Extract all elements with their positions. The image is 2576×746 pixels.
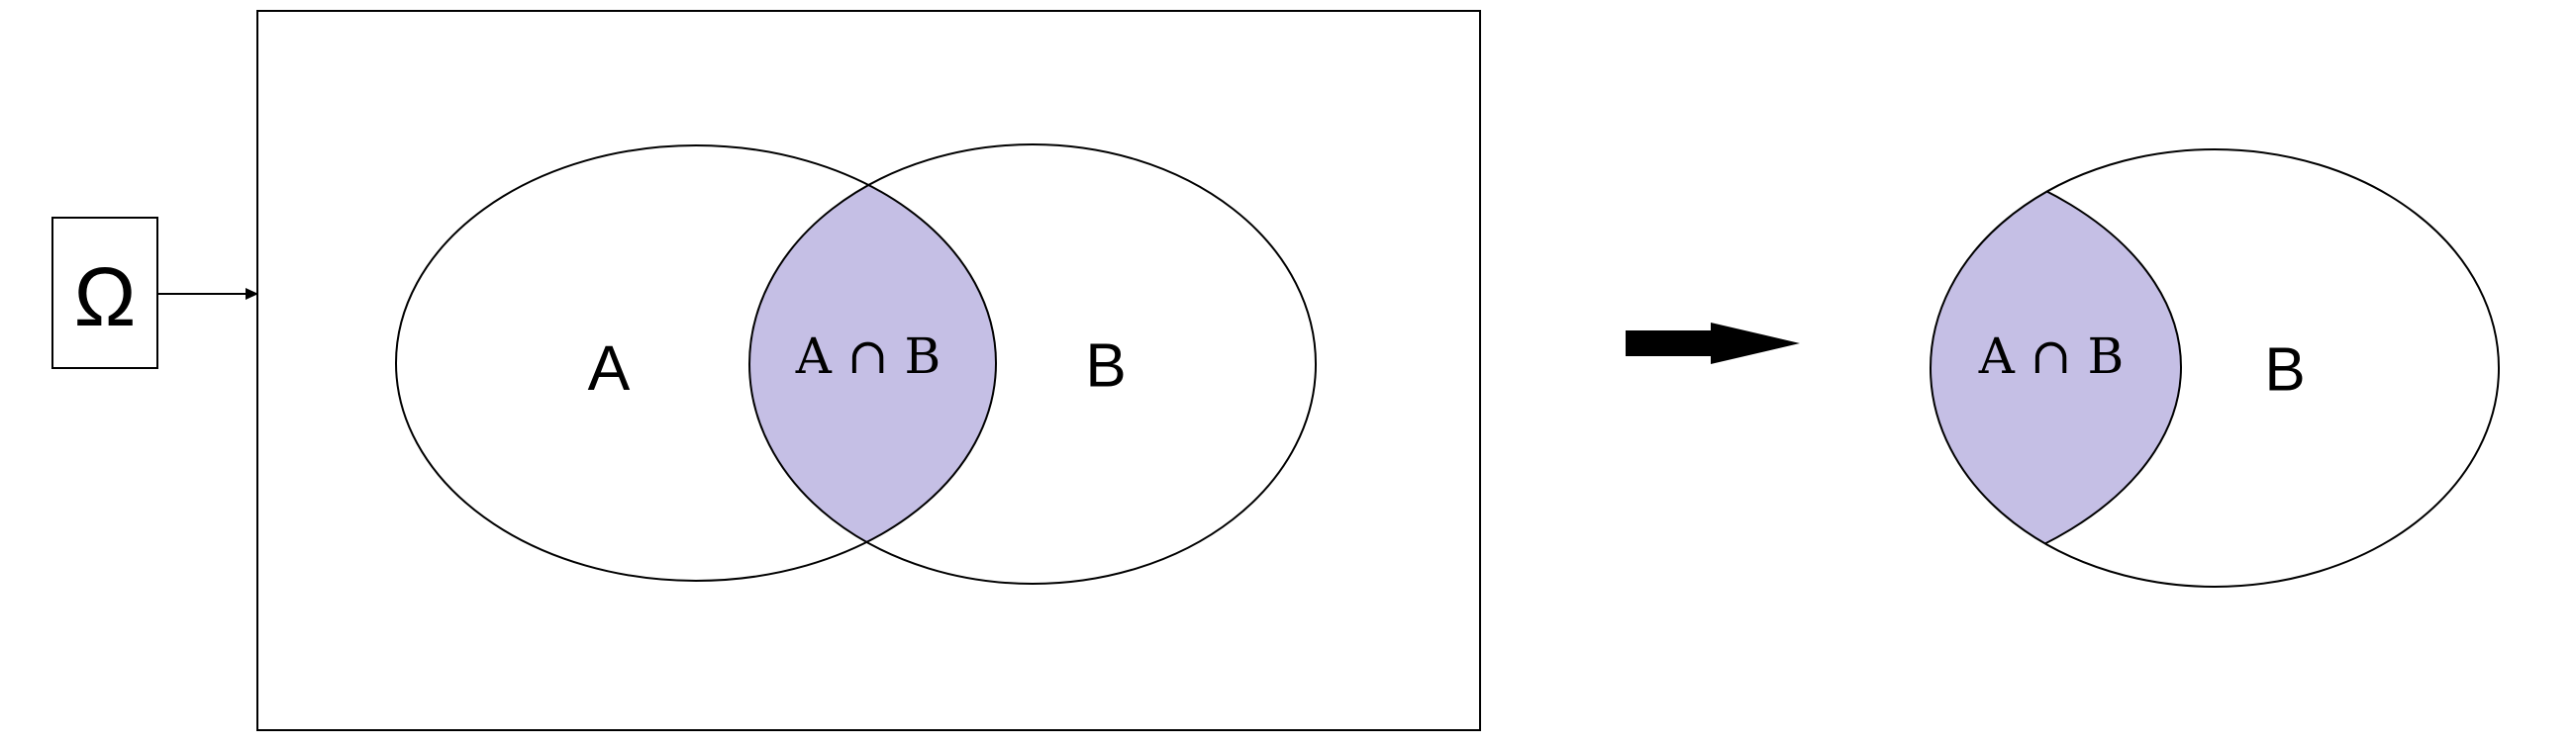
universe-rectangle bbox=[256, 10, 1481, 731]
universe-label: Ω bbox=[74, 250, 137, 343]
intersection-shading bbox=[749, 145, 996, 581]
universe-label-box bbox=[51, 217, 158, 369]
result-intersection-boundary bbox=[1931, 149, 2182, 587]
venn-left: A A ∩ B B bbox=[395, 143, 1317, 585]
universe-label-group: Ω bbox=[51, 217, 158, 369]
result-set-b-label: B bbox=[2264, 336, 2305, 405]
result-intersection-label: A ∩ B bbox=[1978, 327, 2125, 385]
arrow-right-bold-icon bbox=[1626, 323, 1800, 364]
set-b-label: B bbox=[1085, 332, 1126, 401]
result-intersection-shading bbox=[1931, 149, 2181, 587]
intersection-label: A ∩ B bbox=[795, 327, 941, 385]
arrow-right-thin-icon bbox=[157, 288, 258, 300]
venn-right: A ∩ B B bbox=[1930, 148, 2500, 588]
set-b-ellipse bbox=[748, 143, 1317, 585]
set-a-label: A bbox=[588, 332, 631, 404]
result-set-b-ellipse bbox=[1930, 148, 2500, 588]
set-a-ellipse bbox=[395, 144, 997, 582]
